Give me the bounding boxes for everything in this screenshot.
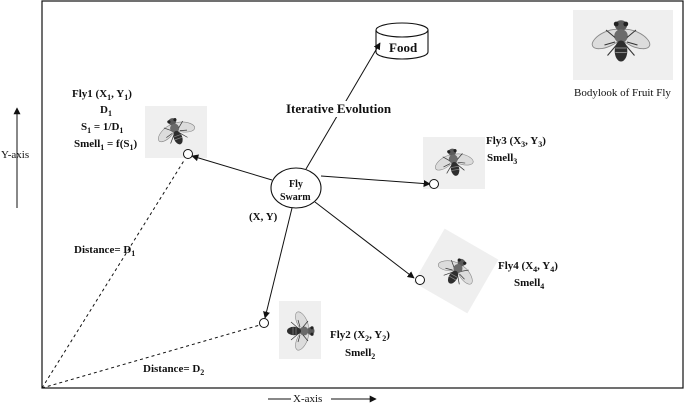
fly1-smell: Smell1 = f(S1) bbox=[74, 138, 138, 152]
fly-swarm-node bbox=[270, 167, 322, 209]
fly1-title: Fly1 (X1, Y1) bbox=[72, 88, 132, 102]
fly1-label-block: Fly1 (X1, Y1) D1 S1 = 1/D1 Smell1 = f(S1… bbox=[72, 88, 138, 152]
fly2-smell: Smell2 bbox=[345, 347, 375, 361]
fly3-label-block: Fly3 (X3, Y3) Smell3 bbox=[486, 135, 546, 166]
fly3-position bbox=[429, 179, 439, 189]
y-axis-label: Y-axis bbox=[1, 149, 29, 161]
fly4-label-block: Fly4 (X4, Y4) Smell4 bbox=[498, 260, 558, 291]
distance-line-d2 bbox=[41, 324, 261, 389]
arrow-to-fly1 bbox=[191, 154, 273, 181]
fly2-position bbox=[259, 318, 269, 328]
fly1-position bbox=[183, 149, 193, 159]
swarm-label-line1: Fly bbox=[289, 179, 303, 190]
fly-reference-caption: Bodylook of Fruit Fly bbox=[574, 87, 671, 99]
fly2-title: Fly2 (X2, Y2) bbox=[330, 329, 390, 343]
distance-d1-label: Distance= D1 bbox=[74, 244, 135, 258]
fly-reference-photo bbox=[573, 10, 673, 80]
fly3-title: Fly3 (X3, Y3) bbox=[486, 135, 546, 149]
fly1-photo bbox=[145, 106, 207, 158]
fly1-smell-concentration: S1 = 1/D1 bbox=[81, 121, 123, 135]
swarm-coordinate: (X, Y) bbox=[249, 211, 278, 223]
arrow-to-fly3 bbox=[320, 175, 431, 188]
food-label: Food bbox=[389, 40, 418, 55]
fly2-photo bbox=[279, 301, 321, 359]
food-cylinder: Food bbox=[375, 22, 429, 60]
fly2-label-block: Fly2 (X2, Y2) Smell2 bbox=[330, 329, 390, 361]
fly4-position bbox=[415, 275, 425, 285]
arrow-to-fly2 bbox=[263, 207, 293, 319]
iterative-evolution-label: Iterative Evolution bbox=[286, 101, 392, 116]
x-axis-label: X-axis bbox=[293, 393, 322, 404]
fly4-photo bbox=[413, 228, 499, 314]
distance-d2-label: Distance= D2 bbox=[143, 363, 204, 377]
plot-frame bbox=[41, 0, 684, 389]
fly4-smell: Smell4 bbox=[514, 277, 544, 291]
arrow-to-fly4 bbox=[314, 201, 415, 279]
distance-line-d1 bbox=[41, 158, 186, 389]
fly1-distance: D1 bbox=[100, 104, 112, 118]
swarm-label-line2: Swarm bbox=[280, 192, 311, 203]
fly4-title: Fly4 (X4, Y4) bbox=[498, 260, 558, 274]
fly3-smell: Smell3 bbox=[487, 152, 517, 166]
